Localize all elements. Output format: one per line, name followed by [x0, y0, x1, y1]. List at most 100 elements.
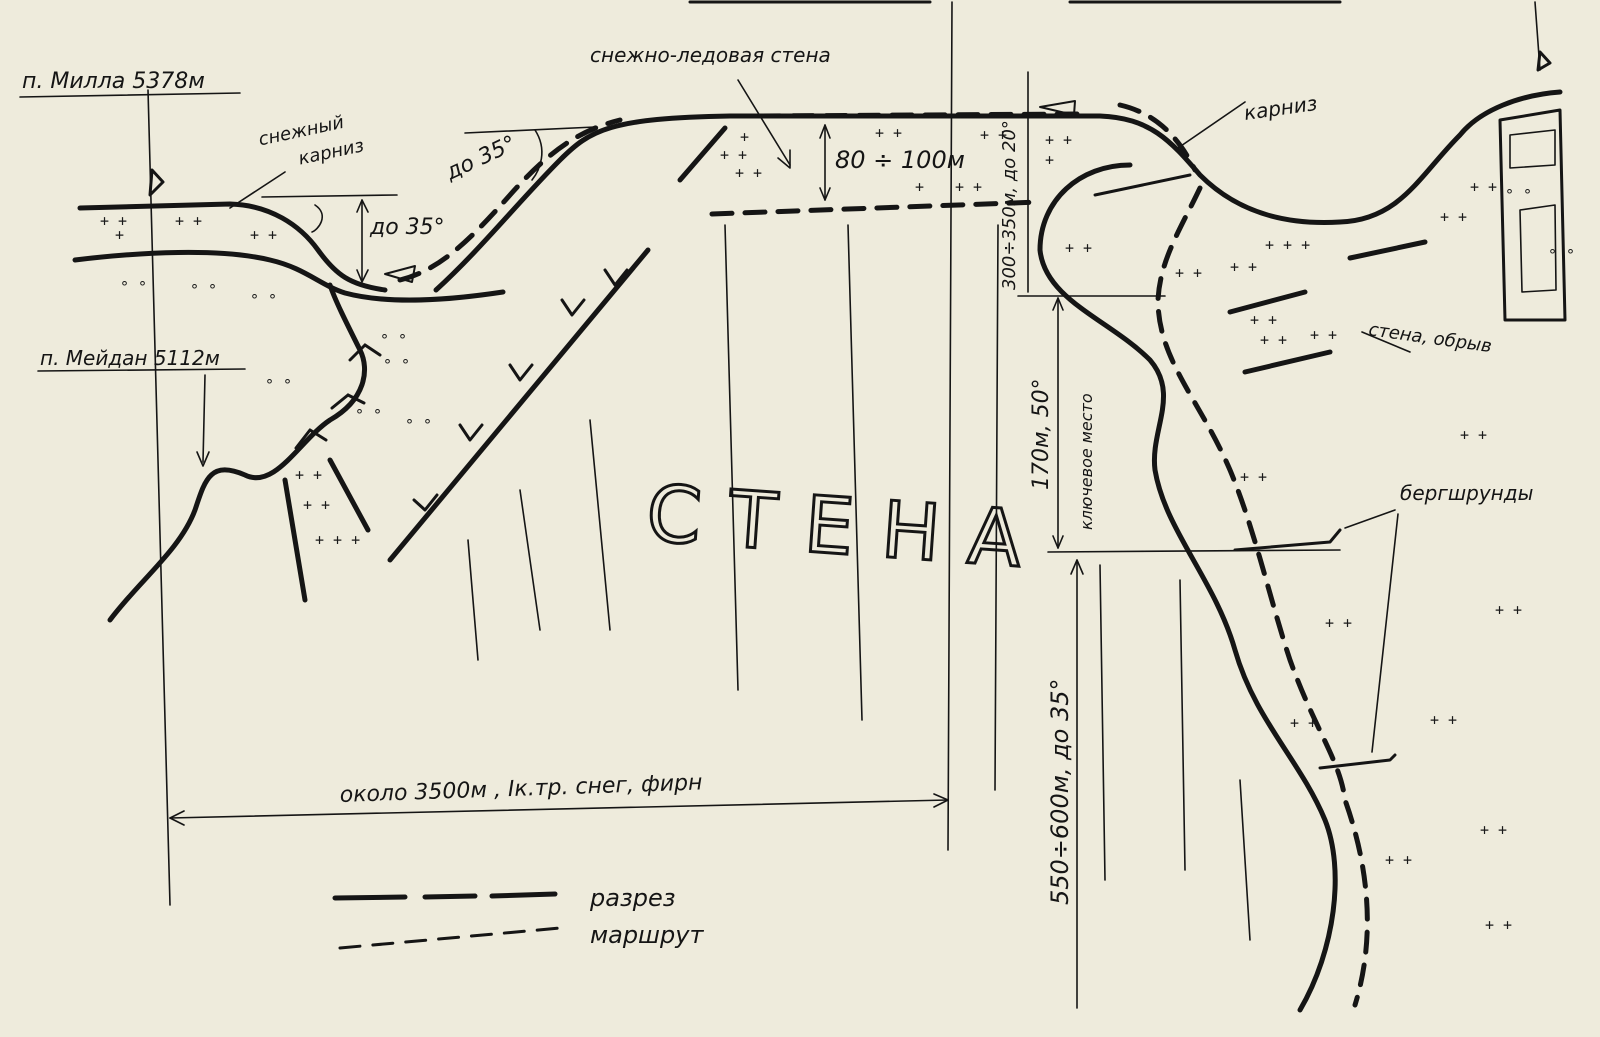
svg-text:+ +: + + [1175, 264, 1202, 282]
section-line-right-slope [1037, 162, 1338, 1013]
slope-angle-baseline-1 [261, 194, 398, 198]
slope-angle-arc-1 [311, 204, 324, 233]
svg-text:° °: ° ° [190, 281, 217, 299]
snow-cornice-label: снежный карниз [257, 112, 366, 170]
couloir-chevrons [412, 268, 629, 512]
svg-text:° °: ° ° [265, 376, 292, 394]
route-crest-dashed [757, 111, 1083, 119]
svg-text:+ +: + + [735, 164, 762, 182]
wall-label: СТЕНА [644, 469, 1053, 587]
route-arrow-right-icon [1039, 100, 1076, 116]
right-summit-flag-icon [1536, 50, 1552, 72]
route-cornice-dashed [1117, 102, 1198, 173]
snow-marks: + + + + + + + + + + + + + + + + + + + + … [100, 124, 1575, 934]
chevron-1 [348, 343, 382, 362]
wall-stroke [847, 224, 863, 721]
bergschrund-lower [1318, 753, 1397, 770]
svg-text:+ +: + + [175, 212, 202, 230]
serac-line [677, 125, 728, 183]
ridge-main-crest [727, 89, 1563, 225]
wall-stroke [467, 539, 479, 661]
wall-stroke [994, 224, 999, 791]
key-place-baseline [1047, 549, 1341, 553]
wall-stroke [1239, 779, 1251, 941]
svg-text:+ +: + + [1495, 601, 1522, 619]
svg-text:+: + [915, 178, 924, 196]
wall-height-heads [819, 124, 831, 201]
svg-text:+ +: + + [1240, 468, 1267, 486]
slope-angle-heads-1 [356, 199, 369, 283]
cornice-label: карниз [1242, 91, 1318, 125]
legend-route-label: маршрут [590, 921, 704, 949]
slope-angle-arc-2 [531, 129, 543, 181]
meydan-underline [37, 368, 246, 372]
hut-windows [1509, 129, 1557, 293]
wall-stroke [1179, 579, 1186, 871]
svg-text:+ +: + + [1290, 714, 1317, 732]
wall-height-label: 80 ÷ 100м [835, 146, 965, 174]
legend-route-line [338, 926, 562, 950]
svg-text:+ +: + + [250, 226, 277, 244]
key-place-length-label: 170м, 50° [1029, 378, 1054, 490]
svg-text:° °: ° ° [355, 406, 382, 424]
cliff-pointer [1361, 331, 1411, 353]
bergschrund-pointer-2 [1371, 513, 1399, 753]
svg-text:+ +: + + [1065, 239, 1092, 257]
cliff-stroke-2 [1227, 289, 1308, 315]
bergschrund-upper [1233, 528, 1342, 552]
svg-text:+ +: + + [1440, 208, 1467, 226]
svg-text:+ +: + + [295, 466, 322, 484]
bergschrunds-label: бергшрунды [1400, 481, 1533, 505]
svg-text:+: + [740, 128, 749, 146]
svg-text:+ +: + + [1460, 426, 1487, 444]
snow-cornice-pointer [229, 171, 286, 209]
milla-summit-flag-icon [148, 168, 165, 197]
side-height-label: 300÷350м, до 20° [999, 120, 1020, 290]
ridge-lower-line [72, 249, 506, 303]
snow-ice-wall-label: снежно-ледовая стена [590, 43, 831, 67]
svg-text:+ +: + + [1430, 711, 1457, 729]
svg-text:+ +: + + [1260, 331, 1287, 349]
cliff-stroke-1 [1347, 239, 1428, 261]
couloir-main-line [387, 247, 651, 563]
cliff-stroke-3 [1242, 349, 1333, 375]
lower-slope-label: 550÷600м, до 35° [1046, 678, 1074, 905]
slope-angle-baseline-2 [464, 126, 596, 134]
meydan-ridge-line [107, 282, 368, 623]
route-descent-dashed [1155, 185, 1370, 1008]
gully-right-line [327, 457, 371, 533]
svg-text:+ +: + + [955, 178, 982, 196]
chevron-2 [330, 393, 366, 410]
svg-text:° °: ° ° [380, 331, 407, 349]
svg-text:+: + [1045, 151, 1054, 169]
bergschrund-pointer-1 [1344, 509, 1396, 529]
svg-text:° °: ° ° [120, 278, 147, 296]
center-reference-line [947, 1, 953, 851]
svg-text:+: + [115, 226, 124, 244]
svg-text:+ +: + + [1045, 131, 1072, 149]
distance-heads [169, 793, 949, 826]
svg-text:° °: ° ° [1505, 186, 1532, 204]
svg-text:+ +: + + [100, 212, 127, 230]
svg-text:+ +: + + [1230, 258, 1257, 276]
wall-drop-label: стена, обрыв [1367, 319, 1493, 357]
cornice-right-line [1093, 173, 1192, 197]
milla-underline [19, 92, 241, 98]
snow-ice-wall-pointer-head [777, 149, 791, 169]
wall-stroke [589, 419, 611, 631]
svg-text:+ +: + + [1325, 614, 1352, 632]
svg-text:+ +: + + [1385, 851, 1412, 869]
ridge-section-ascent [433, 113, 733, 293]
svg-text:+ + +: + + + [315, 531, 360, 549]
legend-section-line [332, 891, 558, 901]
svg-text:° °: ° ° [405, 416, 432, 434]
distance-dimension [169, 799, 949, 819]
key-place-heads [1052, 297, 1064, 549]
peak-label-milla: п. Милла 5378м [22, 69, 205, 94]
hut-outline [1498, 108, 1567, 322]
lower-slope-head [1070, 559, 1084, 575]
wall-stroke [519, 489, 541, 631]
svg-text:+ +: + + [1485, 916, 1512, 934]
